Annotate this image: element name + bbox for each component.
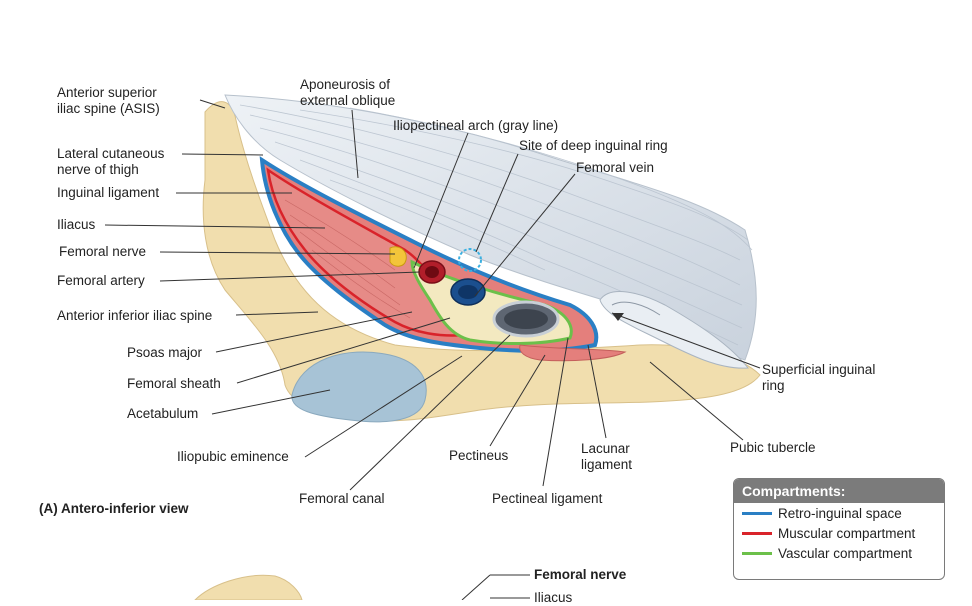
label-deep-inguinal-ring: Site of deep inguinal ring bbox=[519, 138, 668, 153]
label-femoral-sheath: Femoral sheath bbox=[127, 376, 221, 391]
label-iliacus: Iliacus bbox=[57, 217, 96, 232]
pectineus-shape bbox=[519, 344, 627, 362]
legend-item-muscular: Muscular compartment bbox=[742, 523, 944, 543]
legend-swatch-green bbox=[742, 551, 772, 555]
label-femoral-vein: Femoral vein bbox=[576, 160, 655, 175]
legend-item-retro-inguinal: Retro-inguinal space bbox=[742, 503, 944, 523]
femoral-nerve-shape bbox=[389, 246, 407, 267]
label-lateral-cutaneous-nerve: Lateral cutaneous nerve of thigh bbox=[57, 146, 165, 177]
legend-swatch-red bbox=[742, 531, 772, 535]
legend-swatch-blue bbox=[742, 511, 772, 515]
legend-item-vascular: Vascular compartment bbox=[742, 543, 944, 563]
label-inguinal-ligament: Inguinal ligament bbox=[57, 185, 160, 200]
label-superficial-inguinal-ring: Superficial inguinal ring bbox=[762, 362, 876, 393]
label-aponeurosis: Aponeurosis of external oblique bbox=[300, 77, 396, 108]
acetabulum-shape bbox=[291, 351, 427, 423]
label-iliopectineal-arch: Iliopectineal arch (gray line) bbox=[393, 118, 559, 133]
view-title: (A) Antero-inferior view bbox=[39, 501, 189, 516]
legend-label: Vascular compartment bbox=[778, 545, 913, 561]
compartments-legend: Compartments: Retro-inguinal space Muscu… bbox=[733, 478, 945, 580]
pelvic-bone bbox=[194, 101, 761, 600]
label-pubic-tubercle: Pubic tubercle bbox=[730, 440, 816, 455]
aponeurosis-sheet bbox=[224, 94, 757, 369]
label-pectineus: Pectineus bbox=[449, 448, 509, 463]
legend-label: Muscular compartment bbox=[778, 525, 916, 541]
label-femoral-nerve: Femoral nerve bbox=[59, 244, 147, 259]
label-iliopubic-eminence: Iliopubic eminence bbox=[177, 449, 289, 464]
label-psoas-major: Psoas major bbox=[127, 345, 203, 360]
label-acetabulum: Acetabulum bbox=[127, 406, 199, 421]
label-lower-femoral-nerve: Femoral nerve bbox=[534, 567, 627, 582]
label-femoral-canal: Femoral canal bbox=[299, 491, 385, 506]
label-asis: Anterior superior iliac spine (ASIS) bbox=[57, 85, 160, 116]
label-anterior-inferior-iliac-spine: Anterior inferior iliac spine bbox=[57, 308, 213, 323]
label-pectineal-ligament: Pectineal ligament bbox=[492, 491, 603, 506]
label-lacunar-ligament: Lacunar ligament bbox=[581, 441, 633, 472]
leader-lines bbox=[104, 99, 761, 600]
label-lower-iliacus: Iliacus bbox=[534, 590, 573, 605]
legend-label: Retro-inguinal space bbox=[778, 505, 902, 521]
legend-title: Compartments: bbox=[734, 479, 944, 503]
label-femoral-artery: Femoral artery bbox=[57, 273, 145, 288]
deep-inguinal-ring-site bbox=[458, 248, 482, 272]
